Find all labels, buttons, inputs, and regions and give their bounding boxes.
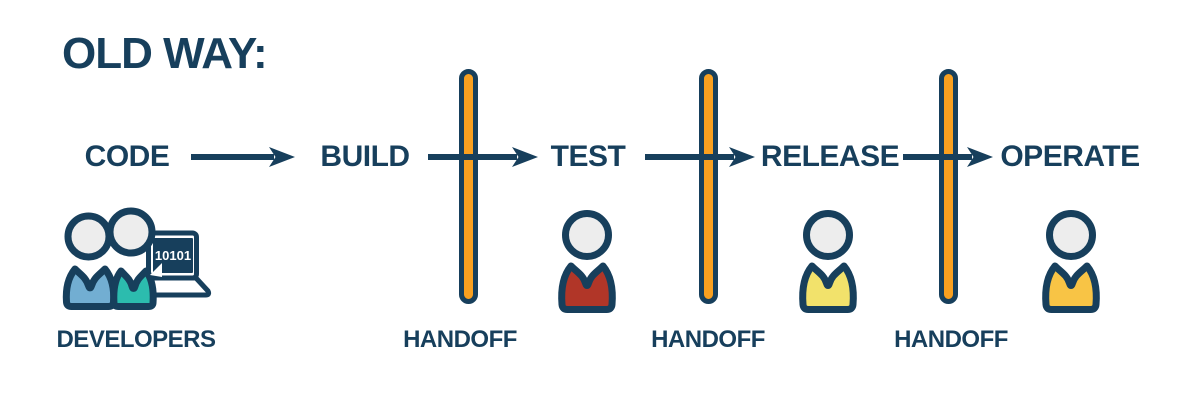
handoff-bar-2	[699, 69, 718, 304]
arrow-release-to-operate	[903, 147, 993, 167]
stage-label-release: RELEASE	[760, 140, 900, 173]
handoff-bar-3	[939, 69, 958, 304]
developers-icon: 10101	[62, 207, 212, 310]
handoff-label-3: HANDOFF	[894, 326, 1008, 353]
person-head	[803, 210, 853, 260]
stage-label-operate: OPERATE	[1000, 140, 1140, 173]
laptop-screen-code: 10101	[155, 248, 191, 263]
developer-body-right	[110, 267, 157, 310]
person-body	[558, 262, 616, 313]
person-body	[1042, 262, 1100, 313]
developer-head-right	[106, 207, 156, 257]
operator-person-icon	[1042, 210, 1100, 313]
page-title: OLD WAY:	[62, 29, 268, 78]
person-head	[1046, 210, 1096, 260]
developers-label: DEVELOPERS	[56, 326, 216, 353]
person-body	[799, 262, 857, 313]
arrow-code-to-build	[191, 147, 295, 167]
handoff-label-1: HANDOFF	[403, 326, 517, 353]
arrow-build-to-test	[428, 147, 538, 167]
tester-person-icon	[558, 210, 616, 313]
release-person-icon	[799, 210, 857, 313]
arrow-test-to-release	[645, 147, 755, 167]
handoff-bar-1	[459, 69, 478, 304]
developer-head-left	[64, 212, 113, 261]
person-head	[562, 210, 612, 260]
stage-label-build: BUILD	[320, 140, 410, 173]
screen-tail	[150, 263, 162, 277]
developer-body-left	[62, 265, 118, 310]
stage-label-code: CODE	[84, 140, 170, 173]
stage-label-test: TEST	[550, 140, 626, 173]
handoff-label-2: HANDOFF	[651, 326, 765, 353]
